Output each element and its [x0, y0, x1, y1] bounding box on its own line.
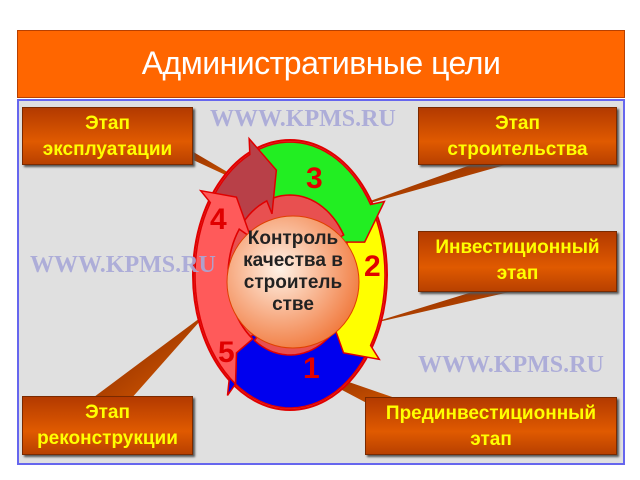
callout-pointer	[90, 312, 208, 400]
box-line: этап	[470, 429, 512, 450]
stage-number-5: 5	[218, 336, 235, 369]
box-line: этап	[496, 263, 539, 284]
box-line: реконструкции	[37, 428, 178, 449]
box-line: Этап	[85, 113, 130, 134]
stage-box-construction: Этап строительства	[418, 107, 617, 165]
box-line: Инвестиционный	[435, 237, 600, 258]
stage-box-reconstruction: Этап реконструкции	[22, 396, 193, 455]
stage-number-1: 1	[303, 352, 320, 385]
box-line: строительства	[447, 139, 588, 160]
stage-number-2: 2	[364, 250, 381, 283]
callout-pointer	[365, 285, 540, 325]
stage-number-3: 3	[306, 162, 323, 195]
box-line: эксплуатации	[42, 139, 173, 160]
center-circle	[226, 215, 360, 349]
slide-title: Административные цели	[17, 30, 625, 98]
box-line: Этап	[85, 402, 130, 423]
center-line: качества в	[243, 250, 343, 271]
stage-number-4: 4	[210, 203, 227, 236]
watermark: WWW.KPMS.RU	[30, 252, 216, 278]
center-label: Контроль качества в строитель стве	[228, 228, 358, 316]
center-line: строитель	[243, 272, 343, 293]
box-line: Этап	[495, 113, 540, 134]
center-line: стве	[272, 294, 314, 315]
watermark: WWW.KPMS.RU	[210, 106, 396, 132]
callout-pointer	[345, 158, 530, 210]
watermark: WWW.KPMS.RU	[418, 352, 604, 378]
box-line: Прединвестиционный	[385, 403, 597, 424]
center-line: Контроль	[247, 228, 339, 249]
stage-box-investment: Инвестиционный этап	[418, 231, 617, 292]
stage-box-operation: Этап эксплуатации	[22, 107, 193, 165]
stage-box-preinvestment: Прединвестиционный этап	[365, 397, 617, 455]
